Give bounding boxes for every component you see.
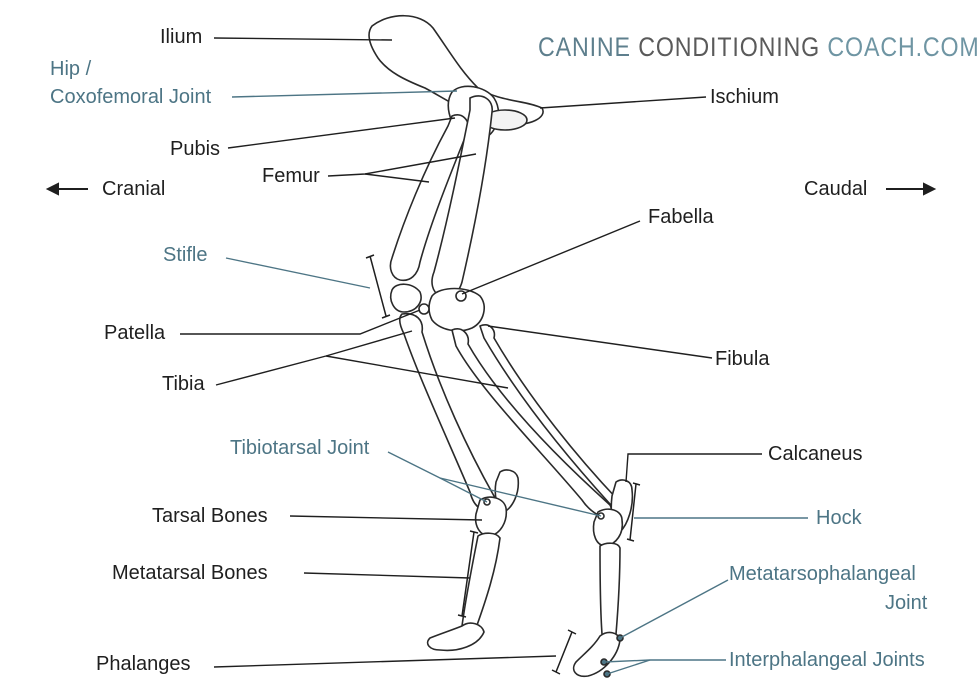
- label-cranial: Cranial: [102, 178, 166, 200]
- pubis-leader: [227, 117, 456, 149]
- calcaneus-leader: [625, 453, 762, 483]
- hock-bracket: [626, 482, 641, 542]
- label-coxofemoral-joint: Coxofemoral Joint: [50, 86, 212, 108]
- stifle-leader: [225, 257, 371, 289]
- left-phalanges: [426, 622, 485, 652]
- label-ischium: Ischium: [710, 86, 779, 108]
- fibula-leader: [487, 325, 713, 359]
- caudal-arrowhead: [923, 182, 937, 196]
- cranial-arrowhead: [45, 182, 59, 196]
- label-ilium: Ilium: [160, 26, 203, 48]
- hip-leader: [231, 90, 458, 98]
- patella-bone: [418, 303, 430, 315]
- right-stifle-joint: [428, 287, 485, 332]
- tibia-leader-2: [325, 355, 509, 389]
- label-pubis: Pubis: [170, 138, 221, 160]
- label-tibiotarsal-joint: Tibiotarsal Joint: [230, 437, 370, 459]
- ilium-leader: [213, 37, 393, 41]
- label-stifle: Stifle: [163, 244, 208, 266]
- label-patella: Patella: [104, 322, 166, 344]
- mtp-leader: [619, 579, 729, 639]
- left-metatarsals: [461, 532, 501, 633]
- brand-part-3: COACH.COM: [827, 32, 980, 62]
- right-metatarsals: [599, 542, 621, 640]
- tibia-leader: [215, 330, 413, 386]
- label-calcaneus: Calcaneus: [768, 443, 863, 465]
- femur-leader-2: [364, 173, 430, 183]
- label-femur: Femur: [262, 165, 320, 187]
- left-tibia: [399, 312, 497, 512]
- ip-leader: [603, 659, 726, 663]
- label-fibula: Fibula: [715, 348, 770, 370]
- label-metatarsophalangeal: Metatarsophalangeal: [729, 563, 916, 585]
- right-phalanges: [572, 631, 621, 678]
- label-mtp-joint: Joint: [885, 592, 928, 614]
- metatarsal-leader: [303, 572, 471, 579]
- brand-part-1: CANINE: [538, 32, 639, 62]
- label-tarsal-bones: Tarsal Bones: [152, 505, 268, 527]
- ip-leader-2: [606, 659, 651, 675]
- label-interphalangeal-joints: Interphalangeal Joints: [729, 649, 925, 671]
- label-hock: Hock: [816, 507, 862, 529]
- fabella-leader: [461, 220, 641, 295]
- tibiotarsal-leader-2: [439, 477, 602, 517]
- brand-part-2: CONDITIONING: [638, 32, 828, 62]
- label-metatarsal-bones: Metatarsal Bones: [112, 562, 268, 584]
- patella-leader: [180, 309, 421, 335]
- left-tarsal-bones: [474, 496, 508, 537]
- label-tibia: Tibia: [162, 373, 205, 395]
- left-stifle-joint: [389, 283, 422, 313]
- tarsal-leader: [289, 515, 483, 521]
- phalanges-leader: [213, 655, 557, 668]
- label-phalanges: Phalanges: [96, 653, 191, 675]
- label-fabella: Fabella: [648, 206, 714, 228]
- label-hip: Hip /: [50, 58, 92, 80]
- brand-logo: CANINE CONDITIONING COACH.COM: [538, 32, 980, 63]
- phalanges-bracket: [551, 629, 577, 675]
- ischium-leader: [539, 96, 707, 109]
- metatarsal-bracket: [457, 530, 479, 618]
- stifle-bracket: [365, 254, 391, 319]
- label-caudal: Caudal: [804, 178, 868, 200]
